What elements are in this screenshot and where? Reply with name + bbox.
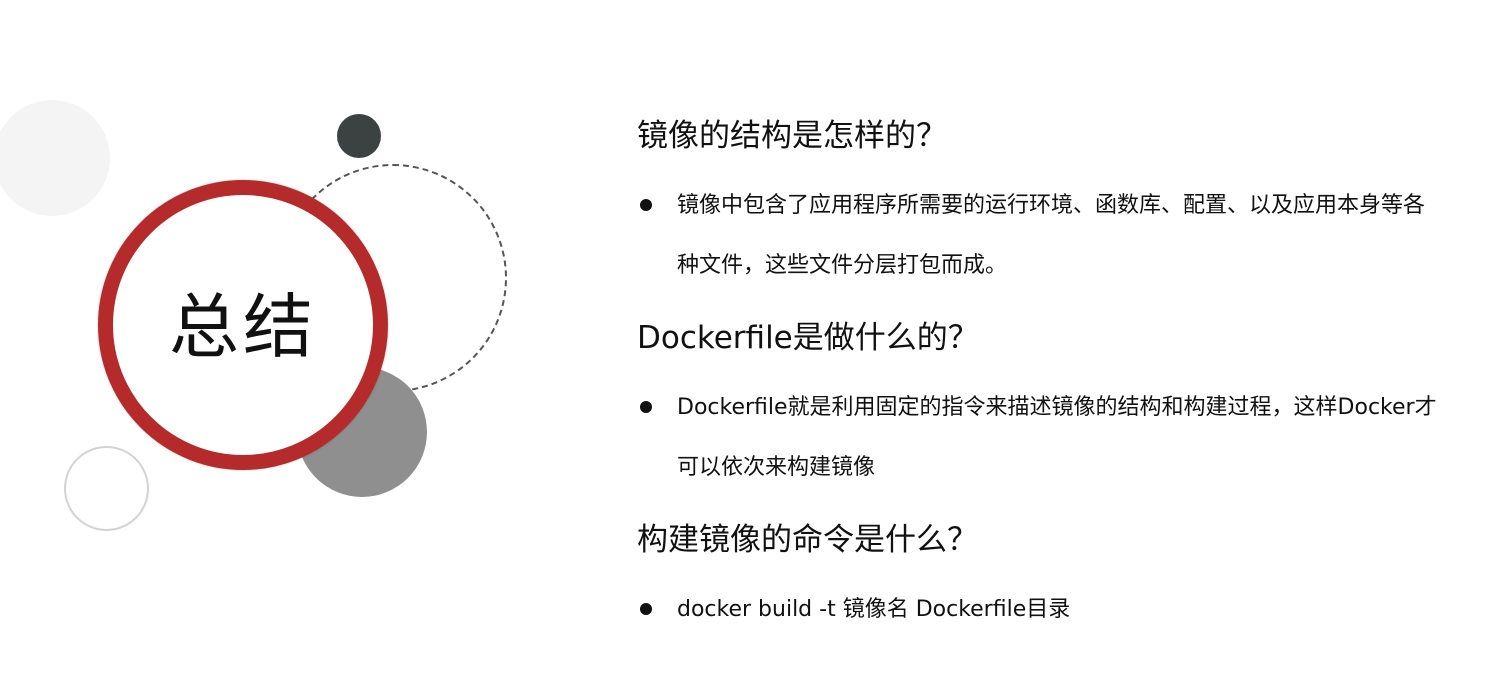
answer-item: docker build -t 镜像名 Dockerfile目录 — [637, 580, 1457, 640]
answer-item: 镜像中包含了应用程序所需要的运行环境、函数库、配置、以及应用本身等各种文件，这些… — [637, 176, 1457, 296]
qa-section-dockerfile: Dockerfile是做什么的？ Dockerfile就是利用固定的指令来描述镜… — [637, 310, 1457, 498]
question-heading: 镜像的结构是怎样的？ — [637, 118, 947, 154]
decorative-dark-dot — [337, 114, 381, 158]
bullet-dot-icon — [640, 199, 652, 211]
answer-text: docker build -t 镜像名 Dockerfile目录 — [677, 597, 1071, 622]
qa-section-build-command: 构建镜像的命令是什么？ docker build -t 镜像名 Dockerfi… — [637, 512, 1457, 640]
decorative-outline-circle — [64, 446, 149, 531]
answer-text: Dockerfile就是利用固定的指令来描述镜像的结构和构建过程，这样Docke… — [677, 395, 1437, 480]
decorative-light-gray-circle — [0, 100, 110, 216]
summary-content: 镜像的结构是怎样的？ 镜像中包含了应用程序所需要的运行环境、函数库、配置、以及应… — [637, 108, 1457, 654]
summary-title: 总结 — [169, 286, 317, 368]
answer-item: Dockerfile就是利用固定的指令来描述镜像的结构和构建过程，这样Docke… — [637, 378, 1457, 498]
qa-section-structure: 镜像的结构是怎样的？ 镜像中包含了应用程序所需要的运行环境、函数库、配置、以及应… — [637, 108, 1457, 296]
bullet-dot-icon — [640, 401, 652, 413]
question-heading: 构建镜像的命令是什么？ — [637, 522, 978, 558]
question-heading: Dockerfile是做什么的？ — [637, 320, 979, 356]
bullet-dot-icon — [640, 603, 652, 615]
answer-text: 镜像中包含了应用程序所需要的运行环境、函数库、配置、以及应用本身等各种文件，这些… — [677, 193, 1426, 278]
summary-badge: 总结 — [98, 180, 388, 470]
